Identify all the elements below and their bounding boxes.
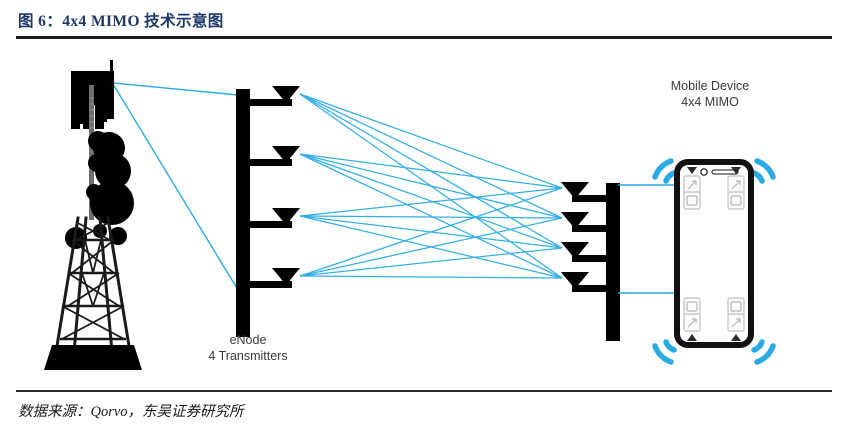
signal-arc-tl-outer: [652, 158, 674, 180]
mobile-label-line2: 4x4 MIMO: [681, 95, 739, 109]
rx-antenna-4: [561, 272, 589, 289]
cell-tower: [44, 60, 142, 370]
signal-arc-bl-outer: [652, 343, 674, 365]
enode-arm-2: [248, 146, 300, 166]
mimo-beam-mesh: [299, 93, 563, 279]
receiver-arm-4: [561, 272, 608, 292]
mobile-device-label: Mobile Device 4x4 MIMO: [620, 78, 800, 110]
tx-antenna-1: [272, 86, 300, 103]
tx-antenna-4: [272, 268, 300, 285]
source-note: 数据来源：Qorvo，东吴证券研究所: [18, 404, 244, 420]
diagram-canvas: eNode 4 Transmitters Mobile Device 4x4 M…: [0, 40, 848, 388]
page-title: 图 6：4x4 MIMO 技术示意图: [18, 13, 224, 30]
antenna-modules: [683, 175, 745, 332]
tx-antenna-2: [272, 146, 300, 163]
title-divider: [16, 36, 832, 39]
tower-base: [44, 345, 142, 370]
enode-label-line2: 4 Transmitters: [208, 349, 288, 363]
signal-arc-tr-inner: [751, 170, 765, 184]
enode-arm-4: [248, 268, 300, 288]
enode-arm-1: [248, 86, 300, 106]
tower-to-enode-beams: [112, 82, 239, 291]
rx-antenna-2: [561, 212, 589, 229]
internal-antenna-markers: [687, 167, 741, 341]
tower-dishes: [65, 131, 134, 249]
mimo-diagram-svg: [44, 60, 776, 370]
enode-arm-3: [248, 208, 300, 228]
mobile-phone: [652, 158, 776, 365]
enode-label-line1: eNode: [229, 333, 267, 347]
front-camera-icon: [700, 168, 708, 176]
receiver-arm-3: [561, 242, 608, 262]
signal-arc-tr-outer: [754, 158, 776, 180]
enode-label: eNode 4 Transmitters: [168, 332, 328, 364]
signal-arc-br-inner: [751, 339, 765, 353]
signal-arcs: [652, 158, 776, 365]
tower-bracing-cross: [61, 221, 125, 340]
earpiece-speaker: [711, 169, 739, 175]
signal-arc-bl-inner: [663, 339, 677, 353]
signal-arc-tl-inner: [663, 170, 677, 184]
receiver-arm-2: [561, 212, 608, 232]
receiver-arm-1: [561, 182, 608, 202]
receiver-mast: [606, 183, 620, 341]
tx-antenna-3: [272, 208, 300, 225]
antenna-module-tl: [683, 175, 701, 210]
rx-antenna-1: [561, 182, 589, 199]
signal-arc-br-outer: [754, 343, 776, 365]
receiver-array: [561, 182, 620, 341]
source-divider: [16, 390, 832, 392]
antenna-module-tr: [727, 175, 745, 210]
enode-mast: [236, 89, 250, 337]
enode-transmitter-array: [236, 86, 300, 337]
antenna-module-bl: [683, 297, 701, 332]
antenna-module-br: [727, 297, 745, 332]
rx-antenna-3: [561, 242, 589, 259]
mobile-label-line1: Mobile Device: [670, 79, 750, 93]
